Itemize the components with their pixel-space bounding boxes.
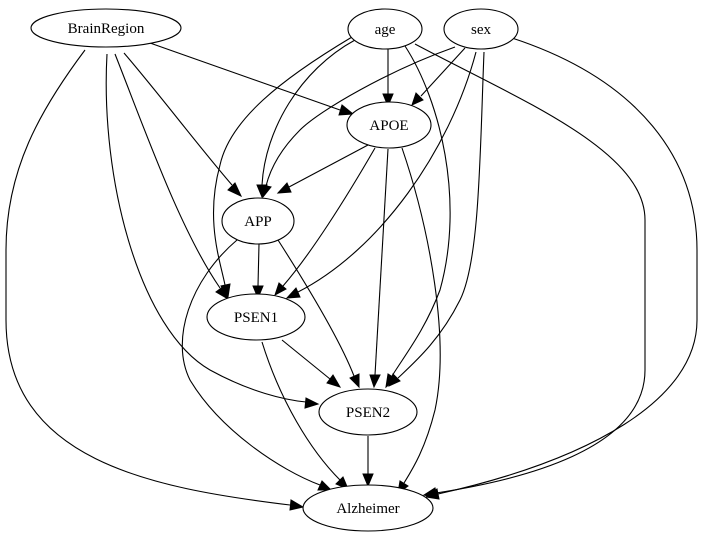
node-psen2-label: PSEN2 bbox=[346, 405, 390, 421]
edge-sex-alzheimer bbox=[424, 37, 698, 500]
node-app: APP bbox=[221, 197, 295, 245]
edge-app-alzheimer bbox=[181, 239, 333, 491]
edge-psen2-alzheimer bbox=[362, 436, 374, 488]
node-psen1: PSEN1 bbox=[206, 293, 306, 341]
edge-sex-apoe bbox=[411, 47, 466, 106]
node-app-label: APP bbox=[244, 214, 272, 230]
node-brainregion: BrainRegion bbox=[30, 8, 182, 48]
node-alzheimer: Alzheimer bbox=[302, 484, 434, 532]
edge-app-psen2 bbox=[277, 239, 360, 389]
edge-brainregion-apoe bbox=[149, 42, 355, 116]
node-age: age bbox=[347, 8, 423, 50]
node-apoe-label: APOE bbox=[369, 118, 408, 134]
node-psen1-label: PSEN1 bbox=[234, 310, 278, 326]
edge-sex-app bbox=[261, 46, 456, 199]
edge-brainregion-psen2 bbox=[105, 53, 320, 409]
edge-sex-psen2 bbox=[388, 51, 485, 387]
node-apoe: APOE bbox=[346, 101, 432, 149]
edge-age-app bbox=[256, 39, 356, 199]
edge-apoe-app bbox=[276, 144, 369, 194]
node-sex: sex bbox=[443, 8, 519, 50]
edge-psen1-psen2 bbox=[281, 339, 342, 388]
edge-app-psen1 bbox=[252, 243, 264, 300]
edge-apoe-psen1 bbox=[274, 147, 376, 297]
edge-brainregion-psen1 bbox=[114, 53, 229, 301]
edge-age-psen1 bbox=[212, 36, 353, 299]
edge-sex-psen1 bbox=[285, 51, 477, 299]
node-alzheimer-label: Alzheimer bbox=[336, 501, 399, 517]
edge-age-apoe bbox=[382, 48, 394, 108]
edge-apoe-alzheimer bbox=[397, 147, 441, 495]
node-age-label: age bbox=[375, 22, 396, 38]
edge-brainregion-alzheimer bbox=[5, 49, 305, 511]
edge-brainregion-app bbox=[123, 52, 243, 198]
edge-age-alzheimer bbox=[414, 43, 646, 499]
node-brainregion-label: BrainRegion bbox=[68, 21, 145, 37]
node-sex-label: sex bbox=[471, 22, 491, 38]
node-psen2: PSEN2 bbox=[318, 388, 418, 436]
edge-apoe-psen2 bbox=[369, 148, 389, 389]
